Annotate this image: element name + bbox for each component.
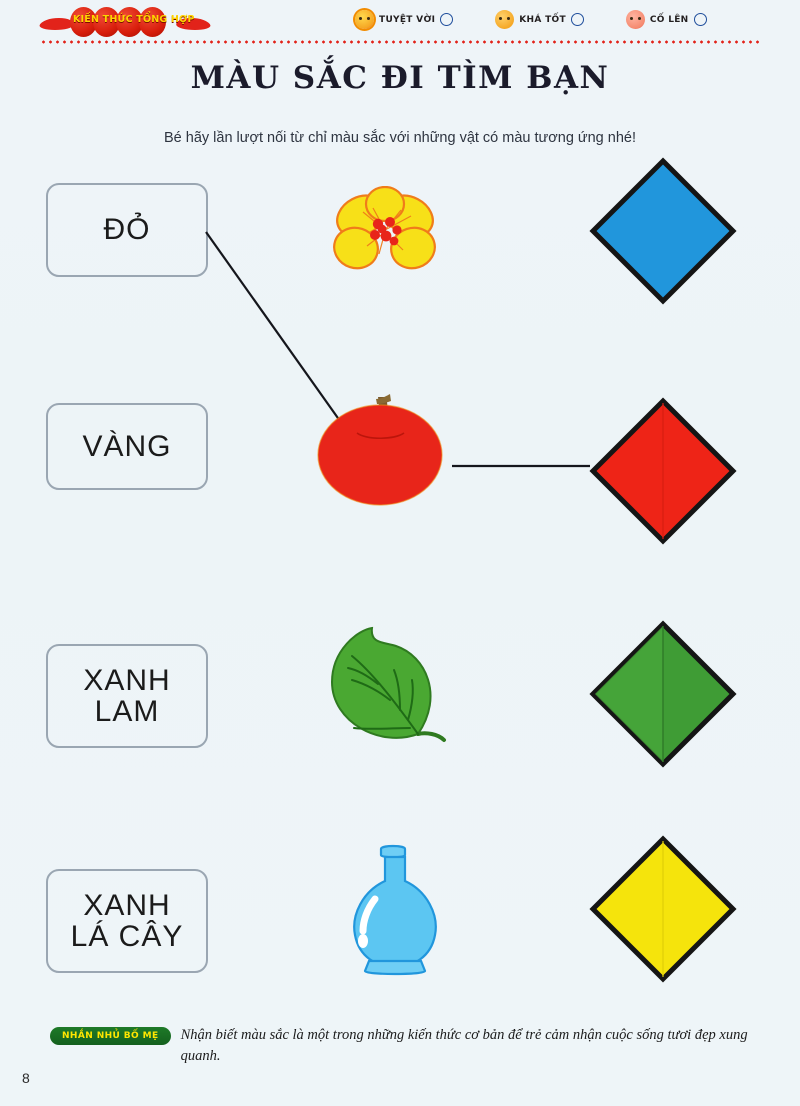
rating-label-tryagain: CỐ LÊN <box>649 14 689 25</box>
brand-logo: KIẾN THỨC TỔNG HỢP <box>38 6 212 38</box>
rating-checkbox-excellent[interactable] <box>440 13 454 26</box>
rating-checkbox-tryagain[interactable] <box>693 13 707 26</box>
apple-illustration[interactable] <box>312 385 452 515</box>
yellow-diamond[interactable] <box>587 833 739 990</box>
parent-note-text: Nhận biết màu sắc là một trong những kiế… <box>180 1027 748 1065</box>
color-word-box-xanh-la-cay[interactable]: XANH LÁ CÂY <box>46 869 208 973</box>
parent-note: NHẮN NHỦ BỐ MẸ Nhận biết màu sắc là một … <box>50 1025 770 1067</box>
color-word-box-vang[interactable]: VÀNG <box>46 403 208 490</box>
logo-text: KIẾN THỨC TỔNG HỢP <box>73 14 195 25</box>
rating-option-excellent[interactable]: TUYỆT VỜI <box>355 10 454 29</box>
rating-label-excellent: TUYỆT VỜI <box>379 14 436 25</box>
color-word-box-xanh-lam[interactable]: XANH LAM <box>46 644 208 748</box>
parent-note-badge: NHẮN NHỦ BỐ MẸ <box>50 1027 171 1045</box>
chick-face-icon <box>355 10 374 29</box>
rating-stickers: TUYỆT VỜI KHÁ TỐT CỐ LÊN <box>355 10 707 29</box>
leaf-illustration[interactable] <box>322 622 462 759</box>
rating-checkbox-good[interactable] <box>570 13 584 26</box>
page-title: MÀU SẮC ĐI TÌM BẠN <box>190 60 610 96</box>
tiger-face-icon <box>495 10 515 29</box>
blue-diamond[interactable] <box>587 155 739 312</box>
flower-illustration[interactable] <box>331 185 439 279</box>
rating-option-good[interactable]: KHÁ TỐT <box>495 10 584 29</box>
color-word-label-xanh-la-cay: XANH LÁ CÂY <box>70 888 184 953</box>
rating-label-good: KHÁ TỐT <box>519 14 566 25</box>
header-divider <box>40 40 762 44</box>
green-diamond[interactable] <box>587 618 739 775</box>
logo-blobs <box>70 7 166 37</box>
color-word-label-xanh-lam: XANH LAM <box>83 663 171 728</box>
color-word-label-vang: VÀNG <box>82 429 172 463</box>
vase-illustration[interactable] <box>343 837 449 984</box>
monkey-face-icon <box>625 10 645 29</box>
instruction-text: Bé hãy lần lượt nối từ chỉ màu sắc với n… <box>163 130 636 146</box>
color-word-label-do: ĐỎ <box>103 213 151 247</box>
rating-option-tryagain[interactable]: CỐ LÊN <box>625 10 707 29</box>
page-header: KIẾN THỨC TỔNG HỢP TUYỆT VỜI KHÁ TỐT CỐ … <box>0 0 800 48</box>
page-number: 8 <box>22 1070 30 1086</box>
red-diamond[interactable] <box>587 395 739 552</box>
color-word-box-do[interactable]: ĐỎ <box>46 183 208 277</box>
